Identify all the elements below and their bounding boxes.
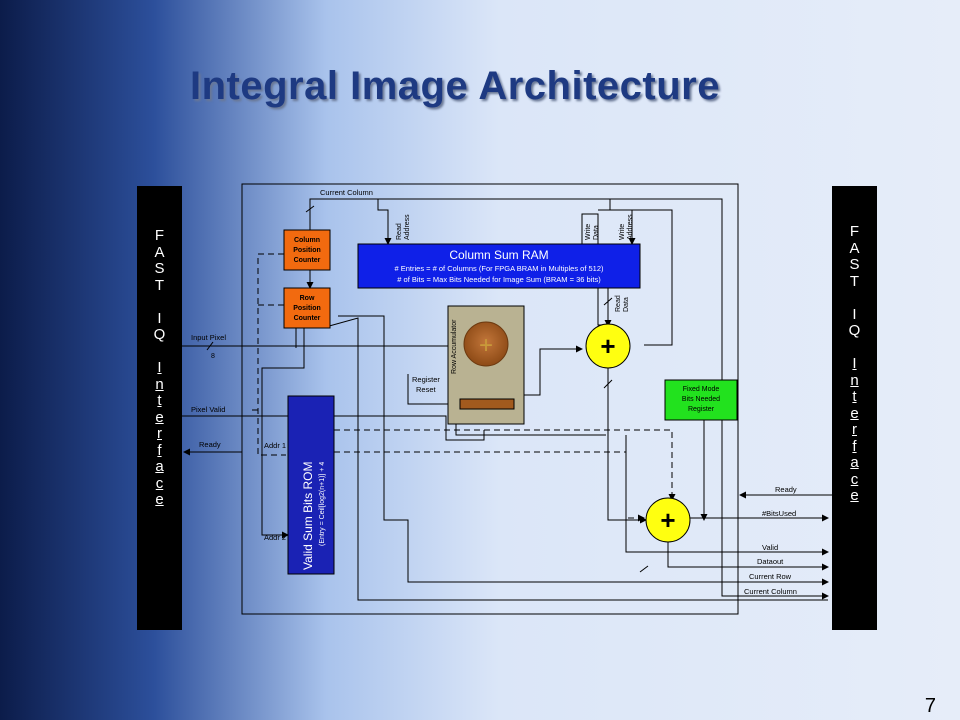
interface-letter: r	[157, 425, 162, 442]
interface-letter: A	[849, 239, 860, 257]
label-addr1: Addr 1	[264, 441, 286, 450]
wire-addr2	[261, 328, 305, 539]
fixed-mode-line-1: Fixed Mode	[683, 386, 720, 393]
label-register-reset-1: Register	[412, 375, 440, 384]
label-ready-left: Ready	[199, 440, 221, 449]
wire-write-data-loop	[598, 209, 673, 346]
label-current-column-top: Current Column	[320, 188, 373, 197]
interface-letter: T	[849, 272, 860, 290]
interface-letter: a	[850, 454, 859, 471]
interface-letter: c	[850, 470, 859, 488]
ram-line-1: # Entries = # of Columns (For FPGA BRAM …	[394, 264, 604, 273]
row-accumulator-adder	[463, 321, 509, 367]
interface-letter: S	[154, 260, 165, 277]
bits-adder-plus: +	[660, 505, 675, 535]
dashed-col-to-rom	[257, 253, 286, 456]
diagram-frame	[241, 183, 739, 615]
interface-letter: I	[157, 309, 162, 327]
label-write-address-1: Write	[619, 224, 626, 240]
row-accumulator-label: Row Accumulator	[451, 319, 458, 374]
interface-letter: e	[850, 404, 859, 422]
label-read-address-1: Read	[396, 223, 403, 240]
wire-adder1-down	[607, 368, 647, 524]
valid-sum-bits-rom	[287, 395, 335, 575]
interface-letter: t	[852, 388, 857, 405]
interface-letter: e	[155, 408, 164, 426]
row-counter-line-2: Position	[293, 305, 321, 312]
label-write-data-1: Write	[585, 224, 592, 240]
label-addr2: Addr 2	[264, 533, 286, 542]
label-register-reset-2: Reset	[416, 385, 437, 394]
interface-letter: I	[157, 359, 162, 376]
interface-letter: f	[157, 441, 162, 459]
fixed-mode-line-2: Bits Needed	[682, 396, 720, 403]
label-valid: Valid	[762, 543, 778, 552]
wire-dataout	[667, 542, 829, 571]
column-counter-line-1: Column	[294, 237, 320, 244]
interface-letter: A	[154, 243, 165, 261]
label-pixel-valid: Pixel Valid	[191, 405, 225, 414]
ram-line-2: # of Bits = Max Bits Needed for Image Su…	[397, 275, 601, 284]
row-counter-line-3: Counter	[294, 315, 321, 322]
interface-letter: t	[157, 392, 162, 409]
interface-letter: a	[155, 458, 164, 475]
rom-subtitle: (Entry = Ceil[log2(n+1)] + 4	[319, 462, 326, 546]
label-dataout: Dataout	[757, 557, 784, 566]
dashed-rom-to-adder2	[334, 429, 676, 501]
interface-letter: Q	[153, 326, 166, 343]
column-counter-line-3: Counter	[294, 257, 321, 264]
label-ready-right: Ready	[775, 485, 797, 494]
row-accumulator-register	[459, 398, 515, 410]
row-position-counter	[283, 287, 331, 329]
column-adder-plus: +	[600, 331, 615, 361]
wire-register-reset	[407, 374, 448, 405]
bits-adder	[645, 497, 691, 543]
label-current-row: Current Row	[749, 572, 792, 581]
interface-letter: n	[850, 371, 859, 389]
wire-pixel-valid	[182, 415, 485, 441]
label-read-data-2: Data	[623, 297, 630, 312]
label-input-pixel-width: 8	[211, 353, 215, 360]
interface-letter: S	[849, 256, 860, 273]
interface-letter: f	[852, 437, 857, 455]
label-read-data-1: Read	[615, 295, 622, 312]
row-counter-line-1: Row	[300, 295, 315, 302]
rom-title: Valid Sum Bits ROM	[301, 462, 315, 570]
label-write-address-2: Address	[627, 214, 634, 240]
interface-letter: I	[852, 355, 857, 372]
column-counter-line-2: Position	[293, 247, 321, 254]
wire-read-address	[377, 199, 392, 245]
label-write-data-2: Data	[593, 225, 600, 240]
interface-letter: T	[154, 276, 165, 294]
fixed-mode-register	[664, 379, 738, 421]
wire-current-row	[338, 315, 829, 586]
interface-letter: e	[850, 487, 859, 504]
label-input-pixel: Input Pixel	[191, 333, 226, 342]
interface-letter: F	[154, 227, 165, 244]
row-accumulator-plus: +	[479, 332, 493, 359]
interface-letter: F	[849, 223, 860, 240]
label-current-column: Current Column	[744, 587, 797, 596]
page-number: 7	[924, 695, 936, 717]
interface-letter: I	[852, 305, 857, 323]
label-bits-used: #BitsUsed	[762, 509, 796, 518]
interface-letter: n	[155, 375, 164, 393]
interface-letter: c	[155, 474, 164, 492]
column-sum-ram	[357, 243, 641, 289]
ram-title: Column Sum RAM	[449, 248, 548, 262]
interface-letter: Q	[848, 322, 861, 339]
column-adder	[585, 323, 631, 369]
interface-letter: r	[852, 421, 857, 438]
label-read-address-2: Address	[404, 214, 411, 240]
fixed-mode-line-3: Register	[688, 406, 715, 413]
slide-title: Integral Image Architecture	[190, 64, 720, 108]
column-position-counter	[283, 229, 331, 271]
interface-letter: e	[155, 491, 164, 508]
